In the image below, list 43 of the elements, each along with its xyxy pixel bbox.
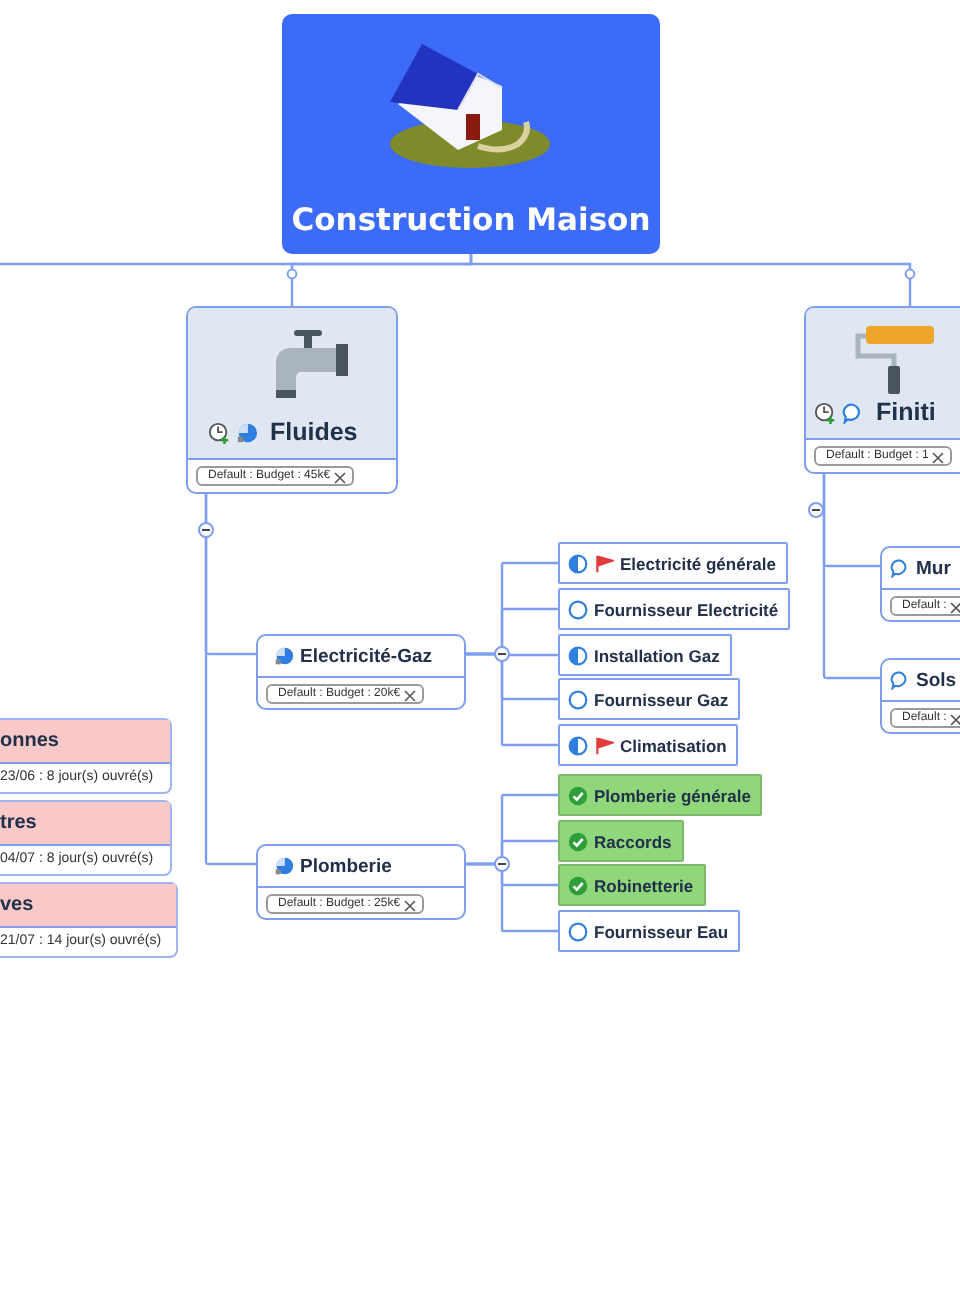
connector-line [822,474,880,680]
task-label: Fournisseur Gaz [594,689,729,709]
task-box [558,588,791,630]
task-label: Raccords [594,831,672,851]
task-label: Installation Gaz [594,645,720,665]
main-topic-card [804,306,960,474]
topic-card [880,546,960,622]
main-topic-card [186,306,398,494]
connector-line [466,652,558,747]
topic-title: tres [0,812,37,834]
topic-title: Mur [916,557,951,579]
completed-task-box [558,774,763,816]
task-box [558,678,741,720]
topic-title: Plomberie [300,855,392,877]
topic-card [880,658,960,734]
topic-title: ves [0,894,34,916]
topic-title: Finiti [876,398,936,426]
task-card [0,882,178,958]
task-label: Robinetterie [594,875,694,895]
task-label: Electricité générale [620,553,776,573]
topic-card [256,634,466,710]
central-topic [282,14,660,254]
task-card [0,800,172,876]
completed-task-box [558,864,706,906]
task-box [558,910,741,952]
task-box [558,724,739,766]
topic-title: Construction Maison [289,202,653,238]
task-card [0,718,172,794]
completed-task-box [558,820,684,862]
task-box [558,542,788,584]
task-box [558,634,732,676]
topic-title: Fluides [270,418,358,446]
topic-card [256,844,466,920]
topic-title: Electricité-Gaz [300,645,432,667]
connector-line [469,254,912,306]
task-label: Plomberie générale [594,785,751,805]
connector-line [466,862,558,933]
task-label: Climatisation [620,735,727,755]
topic-title: onnes [0,730,59,752]
task-label: Fournisseur Electricité [594,599,779,619]
connector-line [204,494,256,866]
task-label: Fournisseur Eau [594,921,729,941]
topic-title: Sols [916,669,957,691]
